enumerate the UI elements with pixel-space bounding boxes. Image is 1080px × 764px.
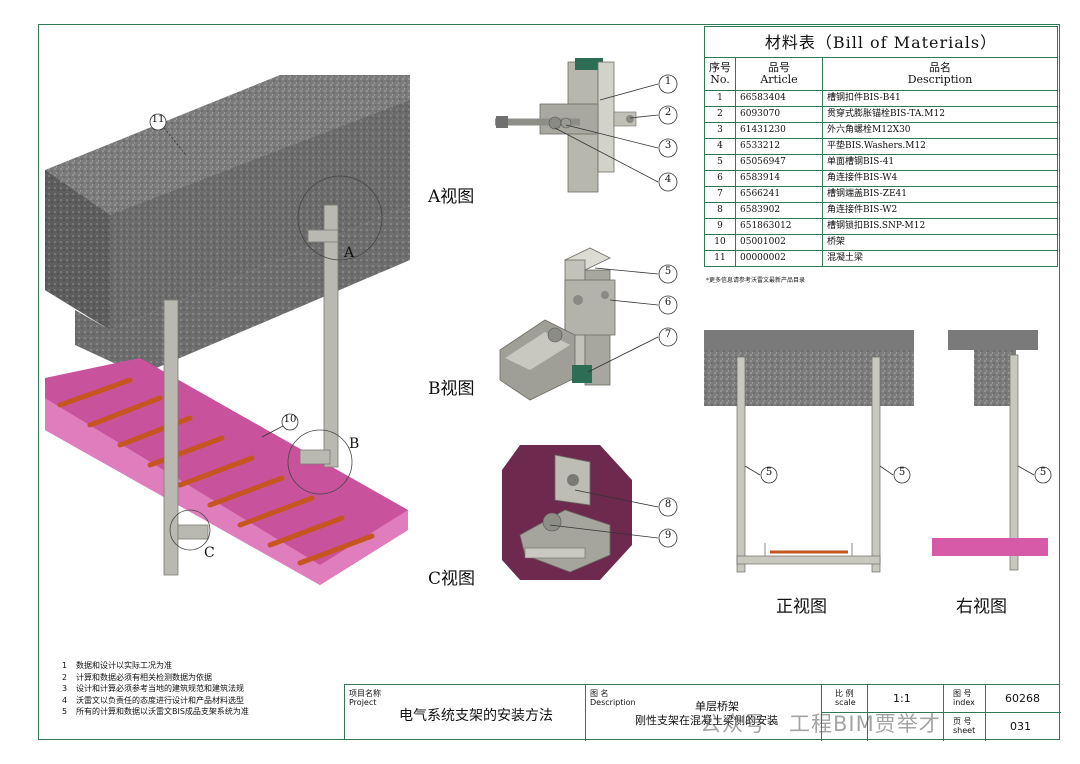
iso-concrete-beam [45, 75, 410, 375]
sheet-value: 031 [1010, 720, 1031, 733]
front-view-drawing [704, 330, 914, 573]
project-value: 电气系统支架的安装方法 [399, 708, 553, 724]
description-line1: 单层桥架 [695, 700, 739, 713]
watermark: 公众号 · 工程BIM贾举才 [700, 712, 941, 736]
callout-front-left: 5 [765, 467, 773, 478]
view-b-label: B视图 [428, 379, 475, 399]
callout-4: 4 [664, 174, 672, 185]
detail-label-b: B [349, 436, 360, 452]
iso-detail-circles [169, 175, 383, 551]
callout-1: 1 [664, 76, 672, 87]
right-view-drawing [932, 330, 1052, 571]
view-a-label: A视图 [428, 187, 475, 207]
callout-7: 7 [664, 329, 672, 340]
detail-circle-a [297, 175, 383, 261]
iso-steel-channels [163, 204, 339, 576]
detail-label-c: C [204, 545, 215, 561]
right-view-label: 右视图 [956, 597, 1007, 617]
front-view-label: 正视图 [776, 597, 827, 617]
callout-3: 3 [664, 140, 672, 151]
callout-10: 10 [283, 414, 297, 425]
index-value: 60268 [1005, 692, 1040, 705]
detail-label-a: A [344, 245, 355, 261]
drawing-frame [38, 24, 1060, 740]
bom-note: *更多信息请参考沃雷文最新产品目录 [706, 277, 806, 284]
part-callouts [549, 74, 678, 548]
iso-callout-10 [261, 413, 299, 438]
callout-6: 6 [664, 297, 672, 308]
iso-cable-tray [45, 358, 408, 585]
detail-circle-b [287, 429, 353, 495]
scale-value: 1:1 [893, 692, 911, 705]
view-c-drawing [502, 445, 632, 580]
description-line2: 刚性支架在混凝土梁侧的安装 [635, 714, 778, 727]
iso-callout-11 [149, 113, 187, 156]
callout-2: 2 [664, 107, 672, 118]
callout-right-view: 5 [1039, 467, 1047, 478]
bom-title: 材料表（Bill of Materials） [704, 26, 1058, 58]
view-b-drawing [499, 247, 616, 401]
callout-11: 11 [151, 114, 165, 125]
callout-8: 8 [664, 499, 672, 510]
view-a-drawing [495, 58, 637, 193]
callout-5: 5 [664, 266, 672, 277]
callout-9: 9 [664, 530, 672, 541]
detail-circle-c [169, 509, 211, 551]
callout-front-right: 5 [898, 467, 906, 478]
view-c-label: C视图 [428, 569, 476, 589]
